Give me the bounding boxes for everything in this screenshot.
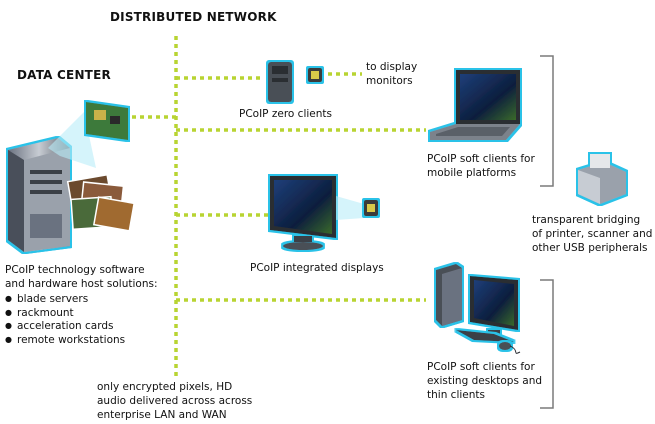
soft-desktop-label-line3: thin clients <box>427 389 485 401</box>
data-center-title: DATA CENTER <box>17 68 111 82</box>
to-display-label-line2: monitors <box>366 75 413 87</box>
stacked-images-icon <box>66 173 136 232</box>
keyboard-icon <box>456 330 514 342</box>
bridging-label-line2: of printer, scanner and <box>532 228 653 240</box>
server-tower-icon <box>8 138 70 252</box>
bridging-label-line1: transparent bridging <box>532 214 641 226</box>
integrated-display-icon <box>270 176 336 250</box>
mouse-cable <box>509 345 521 354</box>
integrated-displays-label: PCoIP integrated displays <box>250 262 384 274</box>
bridging-label-line3: other USB peripherals <box>532 242 648 254</box>
host-item-rackmount: rackmount <box>5 307 125 321</box>
network-note-line3: enterprise LAN and WAN <box>97 409 227 421</box>
laptop-icon <box>430 70 520 140</box>
zero-client-display-chip-icon <box>308 68 322 82</box>
network-trunk-line <box>100 36 426 380</box>
soft-mobile-label-line1: PCoIP soft clients for <box>427 153 535 165</box>
host-item-remote-workstations: remote workstations <box>5 334 125 348</box>
soft-desktop-label-line2: existing desktops and <box>427 375 543 387</box>
host-solutions-list: blade servers rackmount acceleration car… <box>5 293 125 347</box>
host-item-blade-servers: blade servers <box>5 293 125 307</box>
soft-mobile-label-line2: mobile platforms <box>427 167 517 179</box>
host-solutions-label-line1: PCoIP technology software <box>5 264 145 276</box>
soft-desktop-label-line1: PCoIP soft clients for <box>427 361 535 373</box>
desktop-computer-icon <box>436 264 518 334</box>
network-note-line2: audio delivered across across <box>97 395 253 407</box>
host-item-acceleration-cards: acceleration cards <box>5 320 125 334</box>
zero-clients-label: PCoIP zero clients <box>239 108 332 120</box>
mouse-icon <box>499 342 511 350</box>
bracket-top <box>540 55 554 187</box>
printer-icon <box>578 154 626 204</box>
acceleration-card-callout <box>48 102 128 168</box>
distributed-network-title: DISTRIBUTED NETWORK <box>110 10 277 24</box>
network-note-line1: only encrypted pixels, HD <box>97 381 233 393</box>
integrated-display-callout <box>336 196 378 220</box>
bracket-bottom <box>540 279 554 409</box>
to-display-label-line1: to display <box>366 61 418 73</box>
zero-client-icon <box>268 62 292 102</box>
host-solutions-label-line2: and hardware host solutions: <box>5 278 158 290</box>
